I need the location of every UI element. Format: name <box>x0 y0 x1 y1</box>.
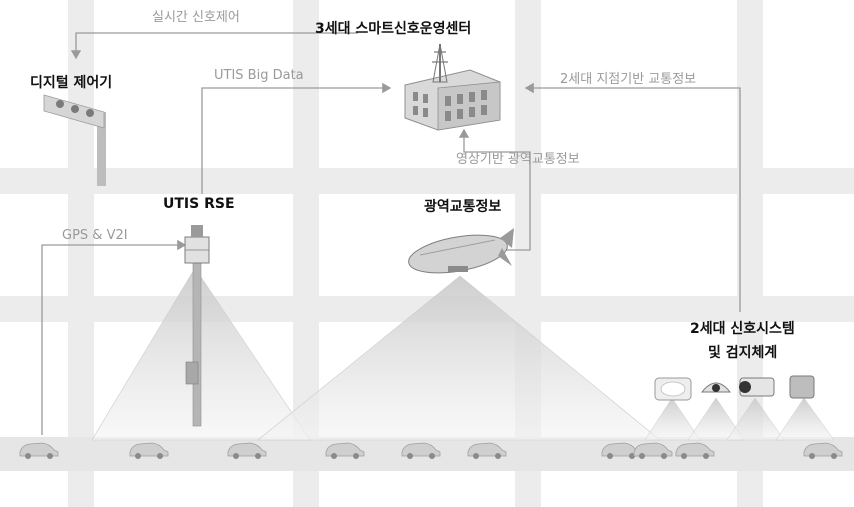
control-center-building-icon <box>404 43 501 131</box>
utis-rse-label: UTIS RSE <box>163 196 235 212</box>
wide-area-info-label: 광역교통정보 <box>424 199 502 215</box>
rse-pole-icon <box>184 225 210 427</box>
second-gen-system-label-line2: 및 검지체계 <box>708 345 778 361</box>
video-wide-info-label: 영상기반 광역교통정보 <box>456 152 580 167</box>
gps-v2i-label: GPS & V2I <box>62 228 128 243</box>
second-gen-system-label-line1: 2세대 신호시스템 <box>690 321 795 337</box>
detector-icons <box>654 375 815 401</box>
realtime-control-label: 실시간 신호제어 <box>152 10 240 25</box>
second-gen-info-label: 2세대 지점기반 교통정보 <box>560 72 697 87</box>
flow-arrows <box>41 32 741 435</box>
airship-icon <box>408 228 514 274</box>
radar-detector-icon <box>789 375 815 399</box>
center-title: 3세대 스마트신호운영센터 <box>315 21 472 37</box>
traffic-signal-icon <box>43 94 106 186</box>
digital-controller-label: 디지털 제어기 <box>30 75 113 91</box>
utis-big-data-label: UTIS Big Data <box>214 68 304 83</box>
